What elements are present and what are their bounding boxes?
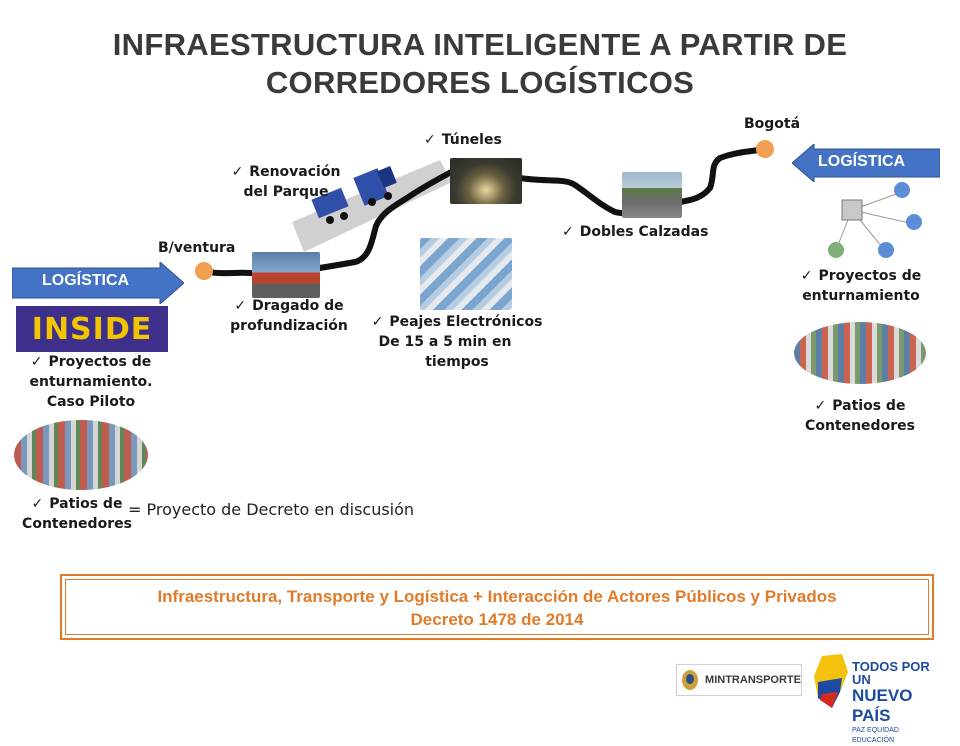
colombia-map-icon (814, 654, 848, 708)
logistics-left-label: LOGÍSTICA (42, 272, 130, 289)
inside-logo-text: INSIDE (31, 311, 153, 347)
footer-box: Infraestructura, Transporte y Logística … (60, 574, 934, 640)
label-renovacion: ✓Renovación del Parque (231, 164, 341, 200)
origin-city-label: B/ventura (158, 240, 236, 256)
logistics-left-arrow (12, 262, 184, 304)
todos-por-un-nuevo-pais-logo: TODOS POR UN NUEVO PAÍS PAZ EQUIDAD EDUC… (852, 660, 942, 746)
label-dobles-calzadas: ✓Dobles Calzadas (562, 224, 709, 240)
destination-dot (756, 140, 774, 158)
footer-line-2: Decreto 1478 de 2014 (410, 610, 584, 629)
network-icon (828, 182, 922, 258)
label-right-proyectos: ✓Proyectos de enturnamiento (800, 268, 922, 304)
route-diagram (195, 140, 774, 280)
logistics-right-arrow (792, 144, 940, 182)
footer-line-1: Infraestructura, Transporte y Logística … (157, 587, 837, 606)
coat-of-arms-icon (682, 670, 698, 690)
page-title: INFRAESTRUCTURA INTELIGENTE A PARTIR DE … (0, 26, 960, 102)
highway-photo (622, 172, 682, 218)
todos-line-2: NUEVO PAÍS (852, 686, 913, 725)
label-right-patios: ✓Patios de Contenedores (805, 398, 915, 434)
todos-line-1: TODOS POR UN (852, 659, 930, 687)
todos-tagline: PAZ EQUIDAD EDUCACIÓN (852, 727, 899, 744)
truck-icon (311, 166, 397, 224)
label-left-patios: ✓Patios de Contenedores (22, 496, 132, 532)
tunnel-photo (450, 158, 522, 204)
port-dredging-photo (252, 252, 320, 298)
label-peajes: ✓Peajes Electrónicos De 15 a 5 min en ti… (371, 314, 543, 370)
title-line-2: CORREDORES LOGÍSTICOS (265, 65, 695, 100)
label-left-proyectos: ✓Proyectos de enturnamiento. Caso Piloto (29, 354, 153, 410)
label-tuneles: ✓Túneles (424, 132, 502, 148)
destination-city-label: Bogotá (744, 116, 801, 132)
mintransporte-text: MINTRANSPORTE (705, 674, 801, 686)
right-container-yard-photo (794, 322, 926, 384)
label-dragado: ✓Dragado de profundización (230, 298, 348, 334)
legend-note: = Proyecto de Decreto en discusión (128, 500, 415, 519)
left-container-yard-photo (14, 420, 148, 490)
inside-logo: INSIDE (16, 306, 168, 352)
logistics-right-label: LOGÍSTICA (818, 153, 906, 170)
mintransporte-logo: MINTRANSPORTE (676, 664, 802, 696)
electronic-toll-photo (420, 238, 512, 310)
origin-dot (195, 262, 213, 280)
title-line-1: INFRAESTRUCTURA INTELIGENTE A PARTIR DE (112, 27, 848, 62)
